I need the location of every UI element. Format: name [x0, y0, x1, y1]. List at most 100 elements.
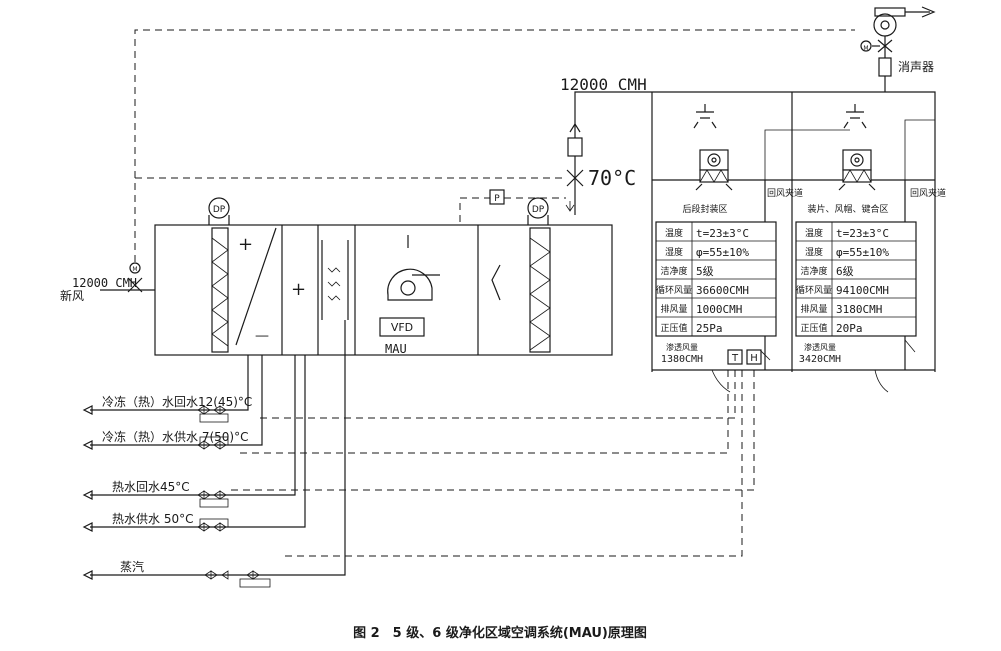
- pipe-chw-return: [90, 355, 249, 411]
- zone-2-key-rh: 湿度: [805, 246, 823, 258]
- pipe-label-hw-supply: 热水供水 50°C: [112, 512, 193, 526]
- zone-1-table: [655, 221, 777, 337]
- corner-arrow: [759, 339, 916, 361]
- zone-1-val-class: 5级: [696, 265, 714, 278]
- zone-2-val-circ: 94100CMH: [836, 284, 889, 297]
- prefilter-icon: [211, 227, 229, 353]
- p-label: P: [494, 194, 500, 204]
- zone-1-key-circ: 循环风量: [656, 284, 692, 296]
- dp-left-label: DP: [213, 205, 226, 215]
- pipe-label-chw-return: 冷冻（热）水回水12(45)°C: [102, 394, 252, 409]
- pipe-chw-supply: [90, 355, 263, 446]
- ffu-unit-icon: [838, 149, 876, 191]
- supply-duct: [574, 91, 652, 215]
- cooling-coil-icon: [235, 227, 277, 346]
- zone-1-leak-value: 1380CMH: [661, 354, 703, 365]
- zone-2-leak-label: 渗透风量: [804, 342, 836, 352]
- zone-2-key-exh: 排风量: [800, 303, 827, 315]
- ceiling-plenum: [652, 91, 936, 372]
- fresh-air-flow-label: 12000 CMH: [72, 276, 137, 290]
- outlet-sensor: [565, 201, 575, 212]
- pipe-label-steam: 蒸汽: [120, 559, 144, 574]
- zone-2-val-press: 20Pa: [836, 322, 863, 335]
- temp-sensor-icon: [566, 169, 584, 187]
- valve-group-icon: [204, 570, 271, 588]
- pipe-steam: [90, 320, 346, 576]
- pipe-hw-return: [90, 355, 296, 496]
- zone-1-title: 后段封装区: [682, 203, 727, 215]
- zone-2-key-class: 洁净度: [800, 265, 827, 277]
- pipe-hw-supply: [90, 355, 306, 528]
- zone-1-key-temp: 温度: [665, 227, 683, 239]
- hepa-filter-icon: [529, 227, 551, 353]
- humidity-sensor-icon: [746, 349, 762, 365]
- return-duct-label-2: 回风夹道: [910, 187, 946, 199]
- zone-1-val-circ: 36600CMH: [696, 284, 749, 297]
- zone-2-key-press: 正压值: [800, 322, 827, 334]
- zone-1-val-rh: φ=55±10%: [696, 246, 749, 259]
- valve-group-icon: [197, 490, 229, 508]
- zone-2-leak-value: 3420CMH: [799, 354, 841, 365]
- arrow-left-icon: [82, 440, 93, 450]
- supply-flow-label: 12000 CMH: [560, 75, 647, 94]
- sensor-t-label: T: [731, 353, 739, 364]
- zone-2-key-temp: 温度: [805, 227, 823, 239]
- pipe-label-hw-return: 热水回水45°C: [112, 480, 190, 494]
- vfd-box: [379, 317, 425, 337]
- leak-arrow: [874, 369, 889, 393]
- zone-2-val-exh: 3180CMH: [836, 303, 882, 316]
- fresh-air-label: 新风: [60, 288, 84, 303]
- valve-group-icon: [197, 518, 229, 532]
- sensor-line-t: [260, 370, 736, 419]
- coil-plus-1: +: [238, 234, 253, 255]
- up-arrow-icon: [569, 122, 581, 133]
- leak-arrow: [711, 369, 731, 393]
- zone-1-key-exh: 排风量: [660, 303, 687, 315]
- zone-2-val-class: 6级: [836, 265, 854, 278]
- zone-1-key-class: 洁净度: [660, 265, 687, 277]
- fresh-air-damper-m: M: [132, 266, 137, 273]
- dp-gauge-icon: [527, 197, 549, 225]
- zone-1-val-press: 25Pa: [696, 322, 723, 335]
- dp-right-label: DP: [532, 205, 545, 215]
- zone-2-table: [795, 221, 917, 337]
- ceiling-fan-icon: [843, 104, 867, 129]
- ceiling-fan-icon: [693, 104, 717, 129]
- exhaust-control-line: [134, 29, 855, 262]
- zone-2-val-rh: φ=55±10%: [836, 246, 889, 259]
- zone-2-val-temp: t=23±3°C: [836, 227, 889, 240]
- sensor-line-h: [230, 370, 755, 491]
- humidifier-icon: [321, 240, 349, 320]
- valve-group-icon: [197, 405, 229, 423]
- supply-filter-icon: [567, 137, 583, 157]
- arrow-left-icon: [82, 570, 93, 580]
- zone-1-key-press: 正压值: [660, 322, 687, 334]
- zone-1-leak-label: 渗透风量: [666, 342, 698, 352]
- coil-plus-2: +: [291, 279, 306, 300]
- coil-minus: —: [255, 328, 269, 344]
- zone-2-title: 装片、风帽、键合区: [807, 203, 888, 215]
- p-sensor-line: [459, 197, 490, 330]
- zone-2-key-circ: 循环风量: [796, 284, 832, 296]
- exhaust-damper-m: M: [863, 45, 868, 52]
- pressure-sensor-icon: [489, 189, 505, 205]
- mau-label: MAU: [385, 342, 407, 356]
- fresh-air-damper-icon: [127, 262, 143, 293]
- arrow-left-icon: [82, 522, 93, 532]
- sensor-line-steam: [280, 370, 743, 557]
- sensor-line-chw: [240, 370, 729, 454]
- valve-group-icon: [197, 436, 229, 450]
- temp-label: 70°C: [588, 166, 636, 190]
- arrow-left-icon: [82, 405, 93, 415]
- figure-caption: 图 2 5 级、6 级净化区域空调系统(MAU)原理图: [353, 625, 647, 641]
- vfd-label: VFD: [391, 321, 413, 334]
- sensor-h-label: H: [750, 353, 758, 364]
- return-duct-label-1: 回风夹道: [767, 187, 803, 199]
- temperature-sensor-icon: [727, 349, 743, 365]
- zone-1-key-rh: 湿度: [665, 246, 683, 258]
- pipe-label-chw-supply: 冷冻（热）水供水 7(50)°C: [102, 429, 248, 444]
- zone-1-val-exh: 1000CMH: [696, 303, 742, 316]
- muffler-icon: [878, 57, 892, 77]
- dp-gauge-icon: [208, 197, 230, 225]
